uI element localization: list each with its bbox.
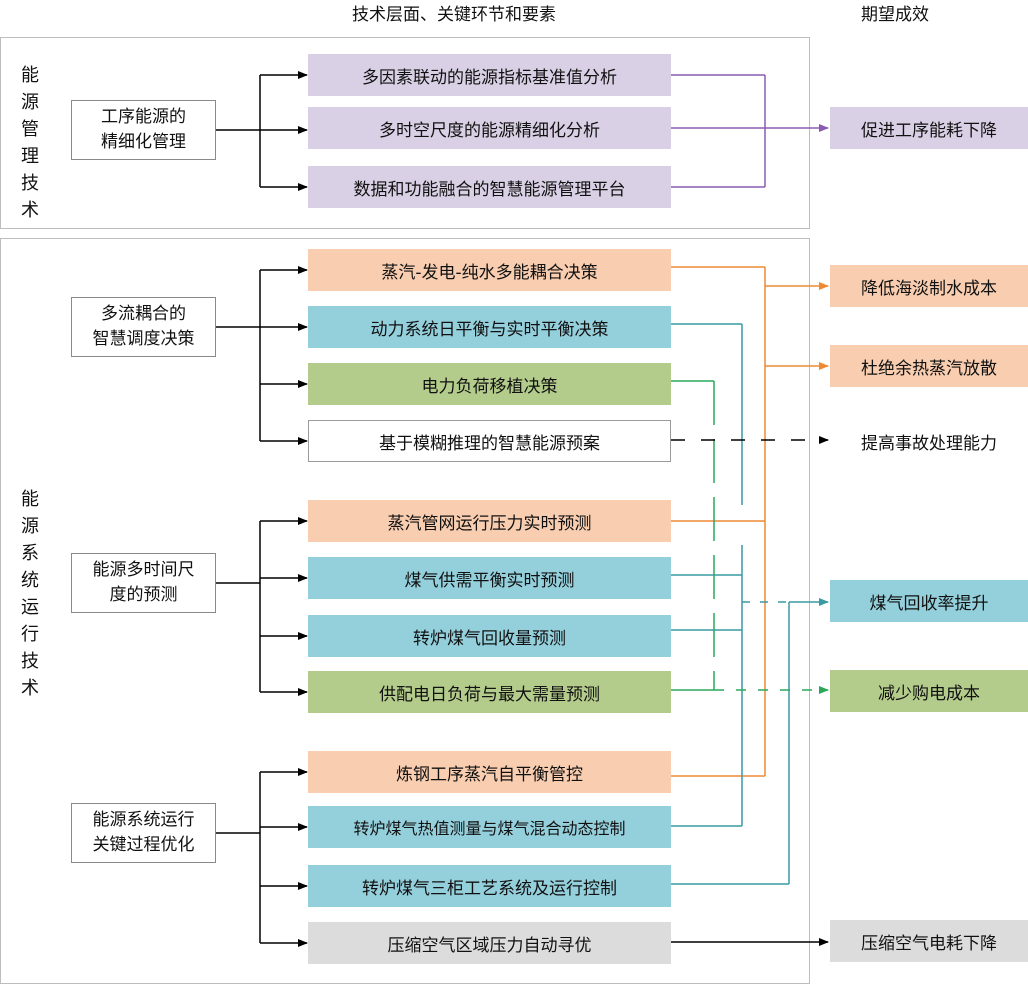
- operation-technology-label: 能 源 系 统 运 行 技 术: [21, 489, 39, 699]
- outcome-reduce-process-energy: 促进工序能耗下降: [830, 107, 1028, 149]
- scheduling-bracket: [216, 266, 308, 445]
- item-spatiotemporal-analysis: 多时空尺度的能源精细化分析: [308, 107, 671, 149]
- item-three-holder-control: 转炉煤气三柜工艺系统及运行控制: [308, 865, 671, 907]
- outcome-eliminate-steam-venting: 杜绝余热蒸汽放散: [830, 345, 1028, 387]
- outcome-reduce-power-purchase: 减少购电成本: [830, 670, 1028, 712]
- item-steelmaking-steam-control: 炼钢工序蒸汽自平衡管控: [308, 751, 671, 793]
- item-fuzzy-inference-plan: 基于模糊推理的智慧能源预案: [308, 420, 671, 462]
- item-converter-gas-recovery-forecast: 转炉煤气回收量预测: [308, 615, 671, 657]
- group-key-process-optimization: 能源系统运行 关键过程优化: [71, 803, 216, 863]
- group-process-energy-management: 工序能源的 精细化管理: [71, 100, 216, 160]
- purple-merge-lines: [671, 74, 829, 188]
- item-power-system-balance: 动力系统日平衡与实时平衡决策: [308, 306, 671, 348]
- outcome-improve-incident-handling: 提高事故处理能力: [861, 433, 997, 454]
- outcome-compressed-air-energy: 压缩空气电耗下降: [830, 920, 1028, 962]
- orange-lines: [671, 266, 829, 777]
- item-daily-load-forecast: 供配电日负荷与最大需量预测: [308, 671, 671, 713]
- group-multi-timescale-forecast: 能源多时间尺 度的预测: [71, 553, 216, 613]
- item-steam-pressure-forecast: 蒸汽管网运行压力实时预测: [308, 500, 671, 542]
- green-lines: [671, 380, 829, 694]
- item-benchmark-analysis: 多因素联动的能源指标基准值分析: [308, 54, 671, 96]
- item-smart-energy-platform: 数据和功能融合的智慧能源管理平台: [308, 166, 671, 208]
- middle-column-header: 技术层面、关键环节和要素: [352, 5, 556, 25]
- forecast-bracket: [216, 517, 308, 696]
- management-bracket: [216, 71, 308, 191]
- item-gas-balance-forecast: 煤气供需平衡实时预测: [308, 557, 671, 599]
- outcome-lower-desalination-cost: 降低海淡制水成本: [830, 265, 1028, 307]
- outcome-column-header: 期望成效: [861, 5, 929, 25]
- outcome-gas-recovery-rate: 煤气回收率提升: [830, 580, 1028, 622]
- optimization-bracket: [216, 768, 308, 947]
- item-steam-power-water-decision: 蒸汽-发电-纯水多能耦合决策: [308, 249, 671, 291]
- item-compressed-air-optimization: 压缩空气区域压力自动寻优: [308, 922, 671, 964]
- item-load-shifting-decision: 电力负荷移植决策: [308, 363, 671, 405]
- black-outcome-lines: [671, 436, 829, 946]
- group-multi-flow-scheduling: 多流耦合的 智慧调度决策: [71, 297, 216, 357]
- teal-lines: [671, 323, 829, 885]
- management-technology-label: 能 源 管 理 技 术: [21, 65, 39, 221]
- item-gas-heat-value-control: 转炉煤气热值测量与煤气混合动态控制: [308, 806, 671, 848]
